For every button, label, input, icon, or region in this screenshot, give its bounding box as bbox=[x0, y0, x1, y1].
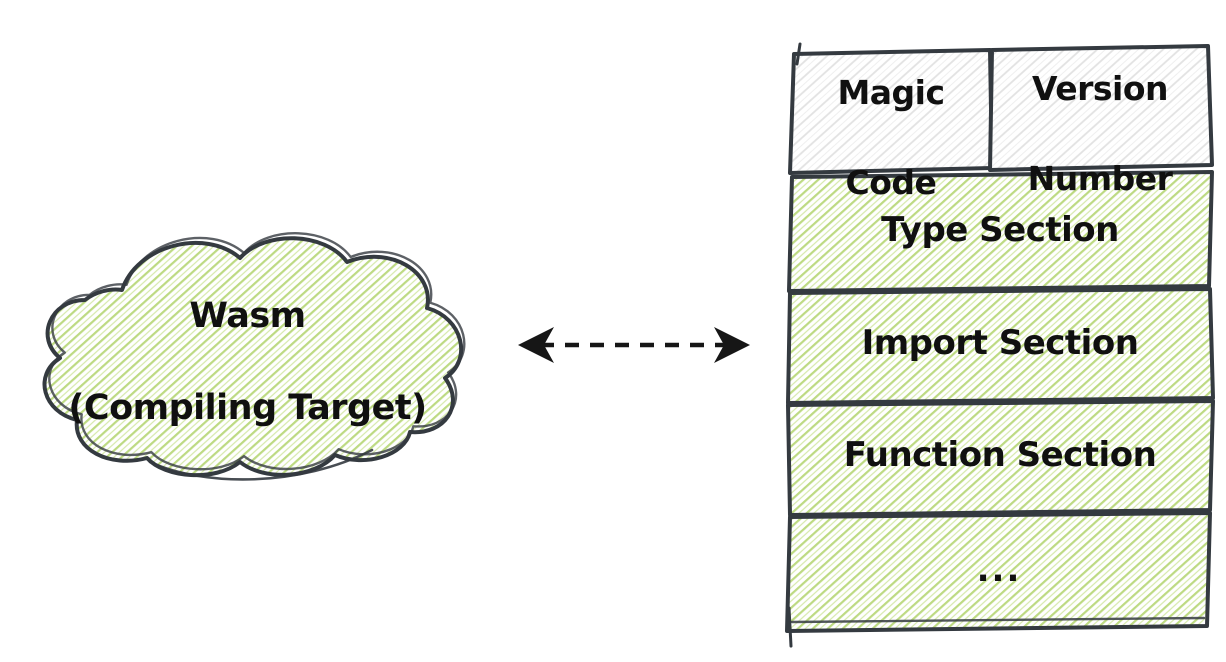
sketch-double-bottom-line bbox=[790, 616, 1206, 624]
wasm-cloud bbox=[42, 232, 466, 481]
double-headed-arrow-icon bbox=[518, 327, 750, 363]
type-section-box bbox=[787, 170, 1214, 293]
wasm-module-stack bbox=[785, 42, 1215, 648]
sketch-tick-top bbox=[795, 42, 802, 66]
magic-code-box bbox=[788, 48, 994, 175]
cloud-bottom-flourish bbox=[148, 448, 374, 481]
cloud-shape bbox=[42, 236, 464, 478]
arrow-head-left bbox=[518, 327, 554, 363]
version-number-box bbox=[988, 44, 1214, 172]
function-section-box bbox=[786, 399, 1215, 517]
import-section-box bbox=[786, 287, 1215, 405]
sketch-tick-bottom bbox=[787, 606, 793, 648]
arrow-head-right bbox=[714, 327, 750, 363]
cloud-outline-second-stroke bbox=[48, 232, 466, 471]
ellipsis-section-box bbox=[785, 511, 1212, 633]
